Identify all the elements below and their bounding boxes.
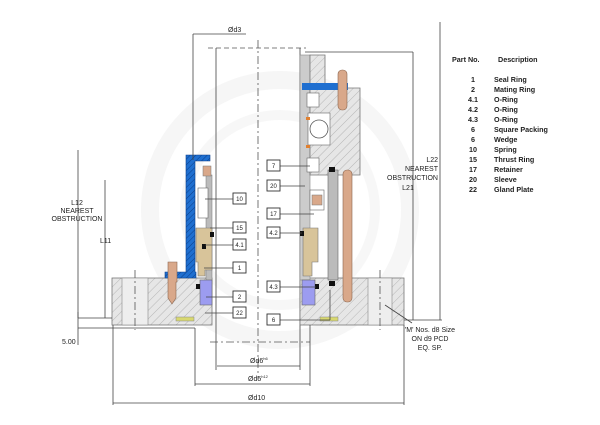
callouts-right: 7 20 17 4.2 4.3 6 [266,159,331,326]
seal-ring [195,227,213,277]
parts-list-row: 6 Square Packing [452,125,548,135]
part-no: 4.1 [468,95,478,104]
dim-l11: L11 [100,238,111,245]
l12-note-2: OBSTRUCTION [52,216,103,223]
callout-20: 20 [266,179,281,192]
parts-list-row: 20 Sleeve [452,175,548,185]
spring [197,187,209,219]
part-no: 22 [469,185,477,194]
callout-22: 22 [232,306,247,319]
seal-assembly-left [164,154,214,306]
dimension-lines [77,22,442,405]
parts-list-row: 17 Retainer [452,165,548,175]
svg-text:20: 20 [270,184,277,190]
parts-list-row: 4.3 O-Ring [452,115,548,125]
seal-assembly-right [299,54,361,306]
svg-text:4.3: 4.3 [269,285,278,291]
dim-d3: Ød3 [228,27,241,34]
parts-list-row: 22 Gland Plate [452,185,548,195]
callout-15: 15 [232,221,247,234]
callout-2: 2 [232,290,247,303]
part-description: O-Ring [494,95,518,104]
part-no: 4.2 [468,105,478,114]
parts-list-row: 15 Thrust Ring [452,155,548,165]
parts-list-header: Part No. Description [452,55,548,65]
dim-d10: Ød10 [248,395,265,402]
part-description: Sleeve [494,175,517,184]
dimension-labels: Ød3 Ød6h6 Ød5h12 Ød10 L12 NEAREST OBSTRU… [52,27,456,402]
callout-4-3: 4.3 [266,280,281,293]
dim-d6: Ød6h6 [250,356,268,365]
svg-text:22: 22 [236,311,243,317]
parts-list-row: 4.2 O-Ring [452,105,548,115]
watermark-logo [141,71,419,349]
part-description: Mating Ring [494,85,536,94]
svg-text:4.1: 4.1 [235,243,244,249]
bolt-note-1: 'M' Nos. d8 Size [405,327,455,334]
l22-note-2: OBSTRUCTION [387,175,438,182]
callouts-left: 10 15 4.1 1 2 22 [204,192,247,319]
svg-text:7: 7 [272,164,276,170]
part-description: Wedge [494,135,518,144]
part-description: Square Packing [494,125,548,134]
parts-list-row: 4.1 O-Ring [452,95,548,105]
rod [342,169,353,303]
part-description: Retainer [494,165,523,174]
callout-4-1: 4.1 [232,238,247,251]
dim-offset: 5.00 [62,339,76,346]
svg-text:10: 10 [236,197,243,203]
gland-plate-left [111,270,213,330]
part-no: 20 [469,175,477,184]
parts-list-row: 10 Spring [452,145,548,155]
parts-list: Part No. Description 1 Seal Ring 2 Mating R… [452,55,548,195]
part-no: 15 [469,155,477,164]
l22-note-1: NEAREST [405,166,439,173]
part-description: Gland Plate [494,185,534,194]
header-description: Description [498,55,538,64]
svg-text:17: 17 [270,212,277,218]
callout-6: 6 [266,313,281,326]
callout-1: 1 [232,261,247,274]
svg-text:15: 15 [236,226,243,232]
parts-list-row: 1 Seal Ring [452,75,548,85]
part-no: 1 [471,75,475,84]
part-no: 10 [469,145,477,154]
part-description: O-Ring [494,105,518,114]
header-part-no: Part No. [452,55,480,64]
svg-text:6: 6 [272,318,276,324]
part-description: Spring [494,145,517,154]
dim-l12: L12 [71,200,83,207]
parts-list-row: 2 Mating Ring [452,85,548,95]
l12-note-1: NEAREST [60,208,94,215]
dim-d5: Ød5h12 [248,374,269,383]
part-no: 6 [471,125,475,134]
part-no: 4.3 [468,115,478,124]
part-description: Seal Ring [494,75,527,84]
svg-text:1: 1 [238,266,242,272]
callout-17: 17 [266,207,281,220]
mating-ring [199,279,213,306]
svg-text:2: 2 [238,295,242,301]
part-no: 2 [471,85,475,94]
bolt [167,261,178,305]
bolt-note-3: EQ. SP. [418,345,442,352]
part-description: O-Ring [494,115,518,124]
svg-text:4.2: 4.2 [269,231,278,237]
dim-l21: L21 [402,185,414,192]
dim-l22: L22 [426,157,438,164]
parts-list-row: 6 Wedge [452,135,548,145]
part-no: 6 [471,135,475,144]
callout-7: 7 [266,159,281,172]
part-no: 17 [469,165,477,174]
bolt-note-2: ON d9 PCD [412,336,449,343]
callout-10: 10 [232,192,247,205]
part-description: Thrust Ring [494,155,535,164]
callout-4-2: 4.2 [266,226,281,239]
